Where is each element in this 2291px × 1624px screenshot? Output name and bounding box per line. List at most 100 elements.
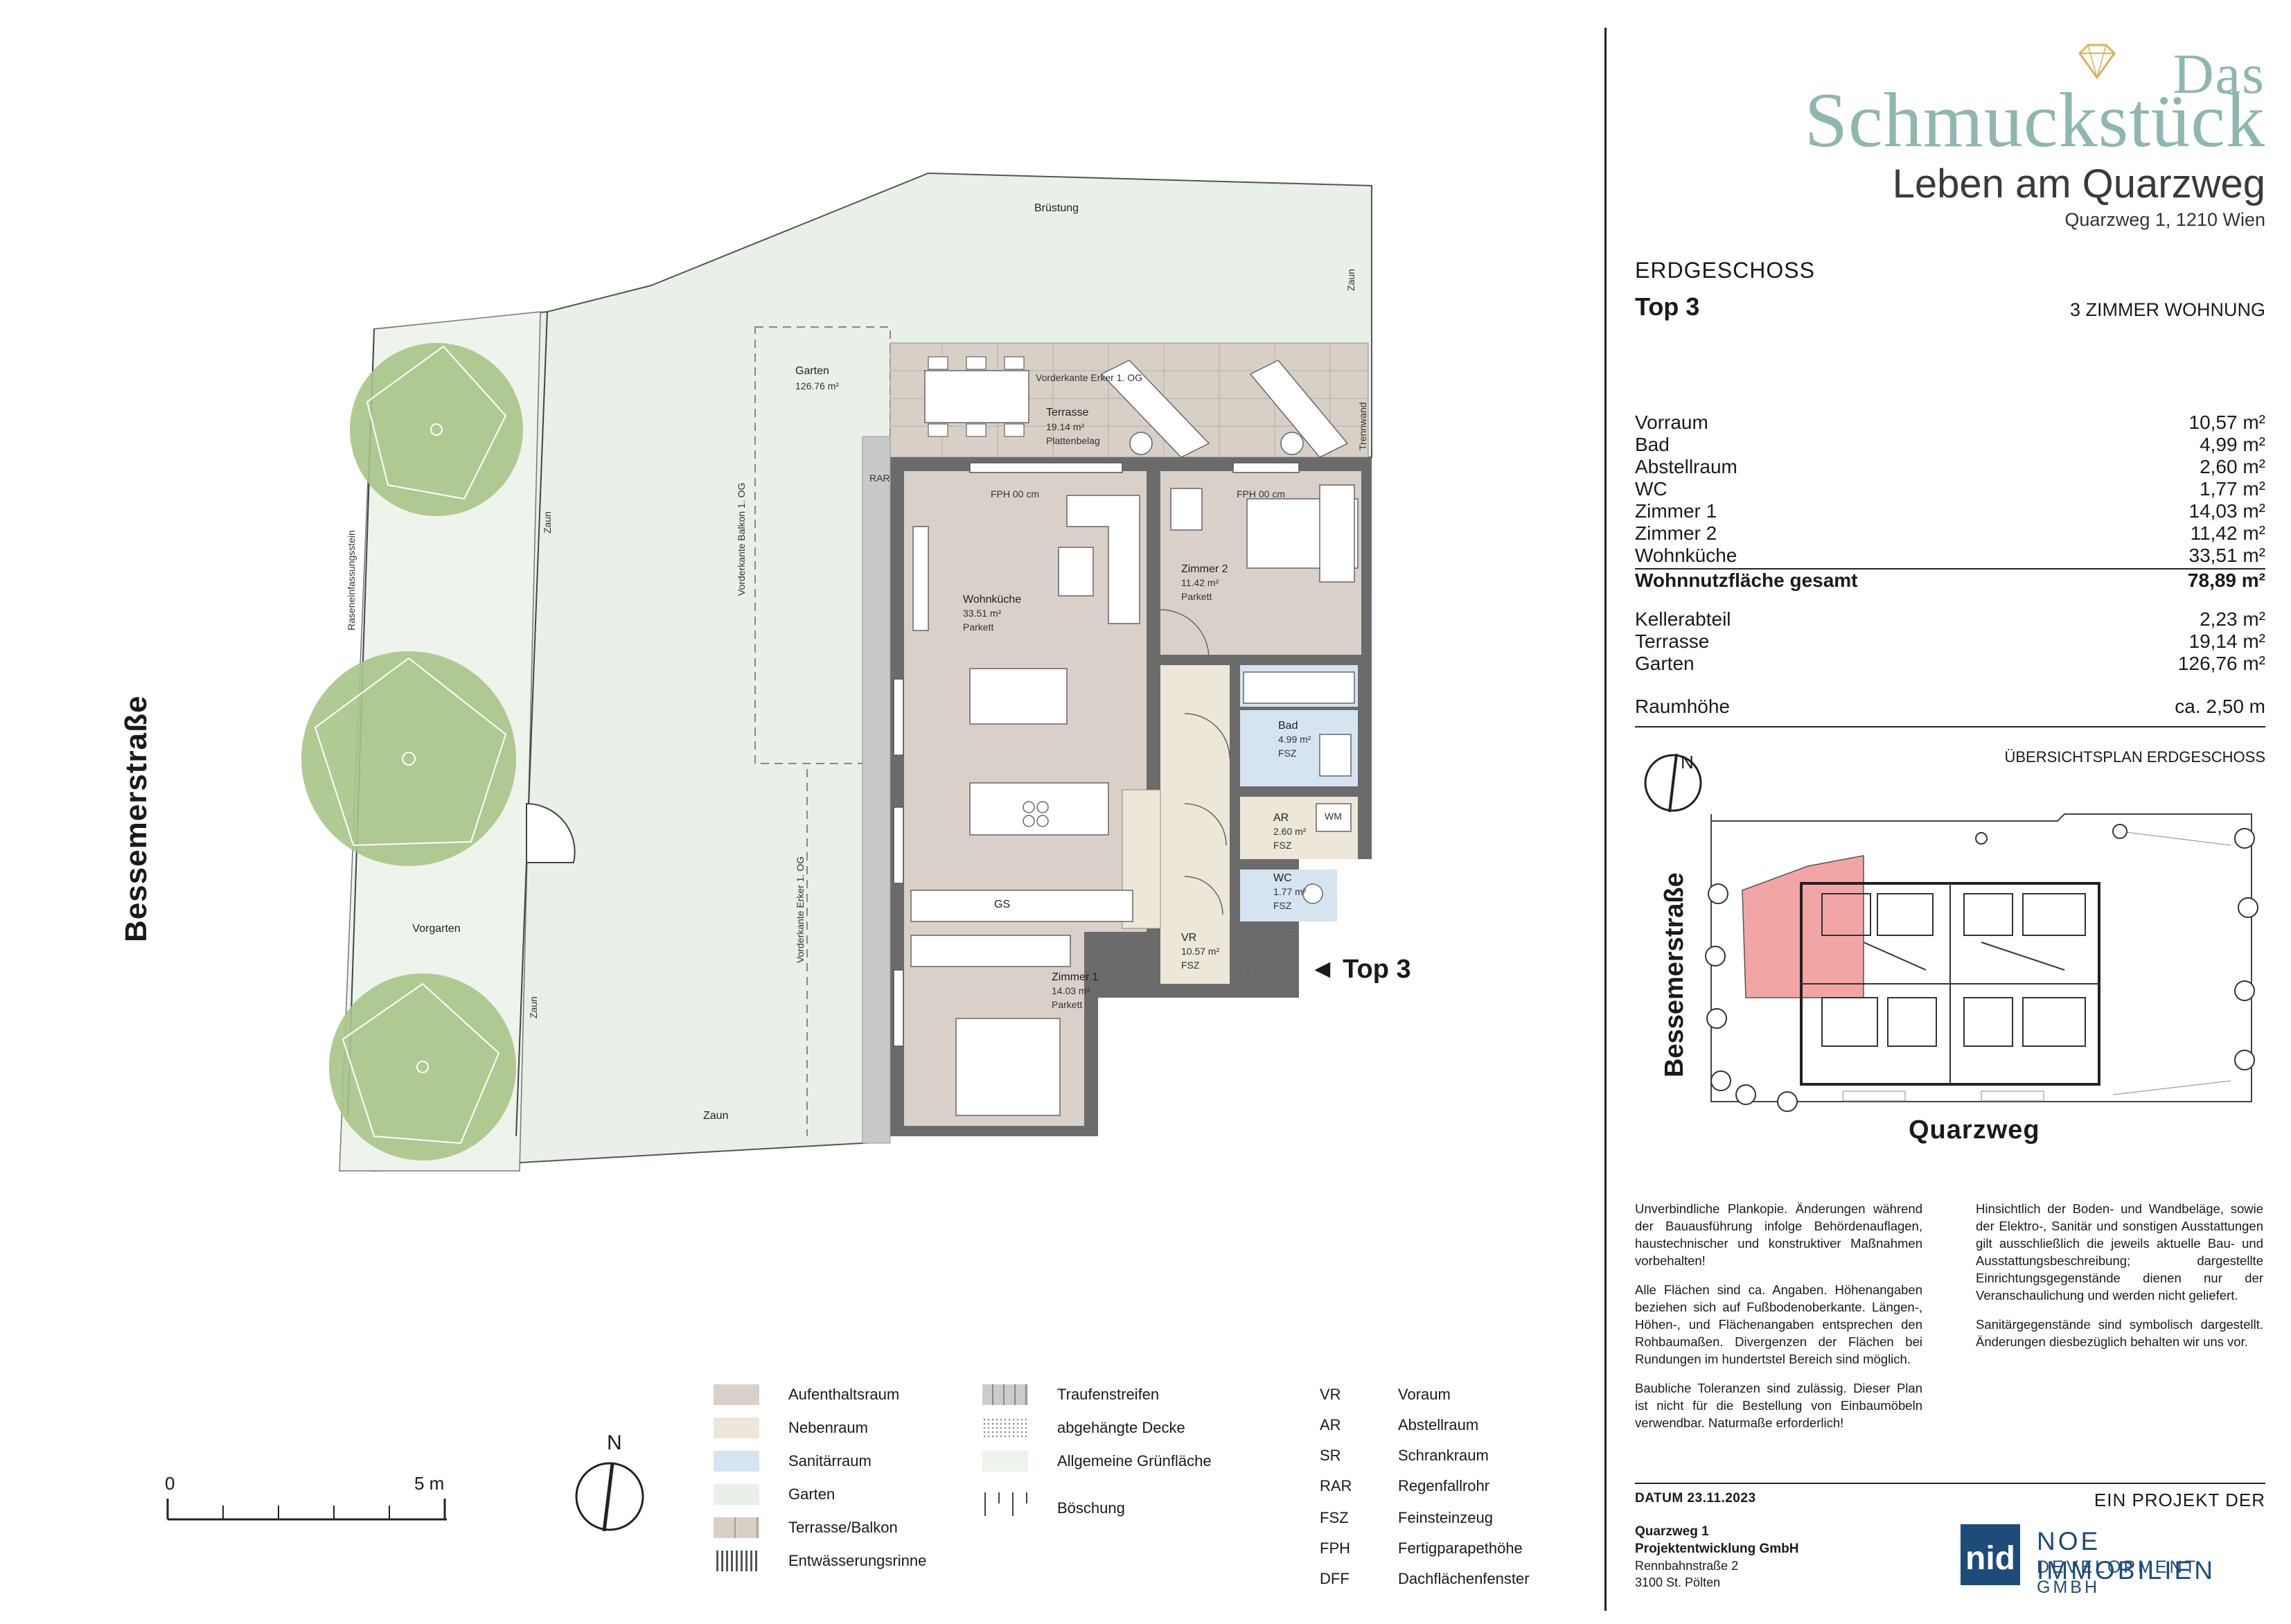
legend-swatch-boeschung xyxy=(984,1492,1027,1516)
abbr-text-rar: Regenfallrohr xyxy=(1398,1477,1490,1494)
brand-address: Quarzweg 1, 1210 Wien xyxy=(2064,209,2265,230)
company-address: Quarzweg 1 Projektentwicklung GmbH Rennb… xyxy=(1635,1524,1799,1589)
svg-text:FSZ: FSZ xyxy=(1181,960,1200,971)
legend-rinne: Entwässerungsrinne xyxy=(788,1552,927,1569)
windows xyxy=(893,462,1300,1047)
svg-text:Wohnküche: Wohnküche xyxy=(963,594,1021,606)
legend-swatch-aufenthaltsraum xyxy=(714,1384,759,1405)
floor-plan-drawing: Brüstung Garten 126.76 m² Terrasse 19.14… xyxy=(301,172,1372,1172)
trennwand-label: Trennwand xyxy=(1357,402,1368,450)
legend-swatch-rinne xyxy=(714,1551,759,1571)
abbr-text-fph: Fertigparapethöhe xyxy=(1398,1539,1523,1557)
abbr-text-vr: Voraum xyxy=(1398,1386,1451,1403)
room-label-wc: WC 1.77 m² FSZ xyxy=(1273,872,1307,911)
legend-swatch-decke xyxy=(982,1418,1028,1438)
scale-bar xyxy=(166,1499,447,1521)
notes-left: Unverbindliche Plankopie. Änderungen wäh… xyxy=(1635,1201,1922,1430)
diamond-icon xyxy=(2078,44,2116,80)
brand-name: Schmuckstück xyxy=(1804,78,2265,164)
room-vorraum xyxy=(1160,665,1230,984)
abbr-code-sr: SR xyxy=(1320,1447,1341,1464)
info-panel: Das Schmuckstück Leben am Quarzweg Quarz… xyxy=(1635,0,2265,1621)
abbr-code-ar: AR xyxy=(1320,1416,1341,1433)
abbr-text-ar: Abstellraum xyxy=(1398,1416,1479,1433)
legend-decke: abgehängte Decke xyxy=(1057,1419,1185,1436)
zaun-left-label-1: Zaun xyxy=(542,511,553,533)
legend-swatch-terrasse xyxy=(714,1517,759,1538)
svg-text:Zimmer 2: Zimmer 2 xyxy=(1181,563,1228,575)
legend-traufe: Traufenstreifen xyxy=(1057,1386,1160,1403)
terrace-table xyxy=(924,370,1029,423)
fph-label-1: FPH 00 cm xyxy=(991,488,1039,500)
room-label-wohnkueche: Wohnküche 33.51 m² Parkett xyxy=(963,594,1021,633)
room-label-vr: VR 10.57 m² FSZ xyxy=(1181,932,1220,971)
unit-type: 3 ZIMMER WOHNUNG xyxy=(2070,299,2265,320)
project-by-label: EIN PROJEKT DER xyxy=(2094,1490,2265,1510)
svg-text:4.99 m²: 4.99 m² xyxy=(1278,734,1311,745)
svg-text:Zimmer 1: Zimmer 1 xyxy=(1052,971,1099,983)
raseneinfassung-label: Raseneinfassungsstein xyxy=(346,530,357,630)
legend-nebenraum: Nebenraum xyxy=(788,1419,868,1436)
scale-end-label: 5 m xyxy=(414,1473,445,1494)
north-arrow-icon xyxy=(575,1462,644,1532)
svg-text:WC: WC xyxy=(1273,872,1292,884)
svg-text:Parkett: Parkett xyxy=(963,621,993,633)
plan-date: DATUM 23.11.2023 xyxy=(1635,1491,1756,1506)
overview-trees xyxy=(1705,824,2258,1112)
svg-text:FSZ: FSZ xyxy=(1278,748,1297,759)
legend-aufenthaltsraum: Aufenthaltsraum xyxy=(788,1386,900,1403)
vorderkante-erker-terrace-label: Vorderkante Erker 1. OG xyxy=(1036,372,1142,383)
svg-text:14.03 m²: 14.03 m² xyxy=(1052,985,1090,996)
noe-logo-line-2: DEVELOPMENT GMBH xyxy=(2037,1557,2198,1597)
abbr-code-dff: DFF xyxy=(1320,1570,1350,1587)
garten-label: Garten xyxy=(795,365,829,377)
svg-text:Parkett: Parkett xyxy=(1052,999,1082,1010)
abbr-text-dff: Dachflächenfenster xyxy=(1398,1570,1530,1587)
svg-text:1.77 m²: 1.77 m² xyxy=(1273,886,1307,897)
garden-gate xyxy=(526,802,576,863)
svg-text:11.42 m²: 11.42 m² xyxy=(1181,577,1219,588)
svg-text:AR: AR xyxy=(1273,812,1289,824)
room-label-zimmer-2: Zimmer 2 11.42 m² Parkett xyxy=(1181,563,1228,602)
room-label-ar: AR 2.60 m² FSZ xyxy=(1273,812,1307,851)
legend-garten: Garten xyxy=(788,1485,835,1503)
abbr-code-vr: VR xyxy=(1320,1386,1341,1403)
vorderkante-erker-label: Vorderkante Erker 1. OG xyxy=(795,856,806,963)
top-marker: ◄ Top 3 xyxy=(1309,955,1411,984)
svg-text:33.51 m²: 33.51 m² xyxy=(963,608,1002,619)
gs-label: GS xyxy=(994,899,1010,910)
separator xyxy=(1635,726,2265,727)
wm-label: WM xyxy=(1325,811,1342,822)
overview-street-bottom: Quarzweg xyxy=(1909,1115,2040,1145)
notes-right: Hinsichtlich der Boden- und Wandbeläge, … xyxy=(1976,1201,2263,1349)
unit-top: Top 3 xyxy=(1635,292,1700,321)
abbr-text-sr: Schrankraum xyxy=(1398,1447,1489,1464)
overview-title: ÜBERSICHTSPLAN ERDGESCHOSS xyxy=(2004,748,2265,766)
brand-das: Das xyxy=(2173,42,2265,105)
legend-swatch-gruenflaeche xyxy=(982,1451,1028,1472)
abbr-text-fsz: Feinsteinzeug xyxy=(1398,1509,1493,1526)
legend-terrasse: Terrasse/Balkon xyxy=(788,1519,898,1536)
drip-strip xyxy=(862,436,891,1144)
panel-divider xyxy=(1604,28,1607,1611)
svg-text:Bad: Bad xyxy=(1278,720,1298,732)
abbr-code-rar: RAR xyxy=(1320,1477,1352,1494)
svg-text:FSZ: FSZ xyxy=(1273,840,1292,851)
legend-boeschung: Böschung xyxy=(1057,1499,1125,1517)
abbr-code-fph: FPH xyxy=(1320,1539,1350,1557)
legend-swatch-sanitaer xyxy=(714,1451,759,1472)
nid-logo: nid xyxy=(1961,1524,2020,1585)
fph-label-2: FPH 00 cm xyxy=(1237,488,1285,500)
scale-start-label: 0 xyxy=(165,1473,175,1494)
